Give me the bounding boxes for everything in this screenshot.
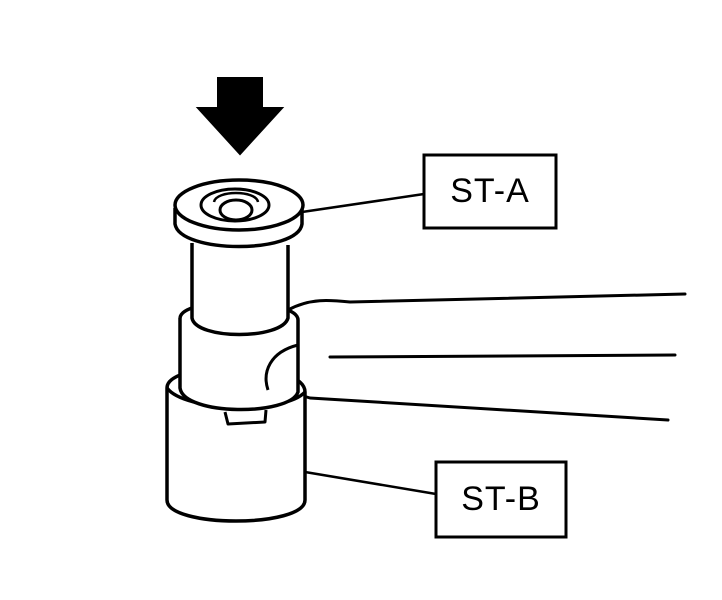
- leader-lines: [301, 192, 437, 496]
- st-a-callout: ST-A: [422, 153, 558, 230]
- st-a-tool: [173, 178, 305, 337]
- st-b-box: [434, 460, 568, 539]
- st-b-callout: ST-B: [434, 460, 568, 539]
- st-b-leader: [304, 470, 437, 496]
- st-a-box: [422, 153, 558, 230]
- st-a-label: ST-A: [450, 172, 530, 210]
- st-a-leader: [301, 192, 425, 214]
- st-b-label: ST-B: [461, 480, 541, 518]
- down-arrow-icon: [195, 77, 285, 156]
- link-arm: [257, 292, 687, 422]
